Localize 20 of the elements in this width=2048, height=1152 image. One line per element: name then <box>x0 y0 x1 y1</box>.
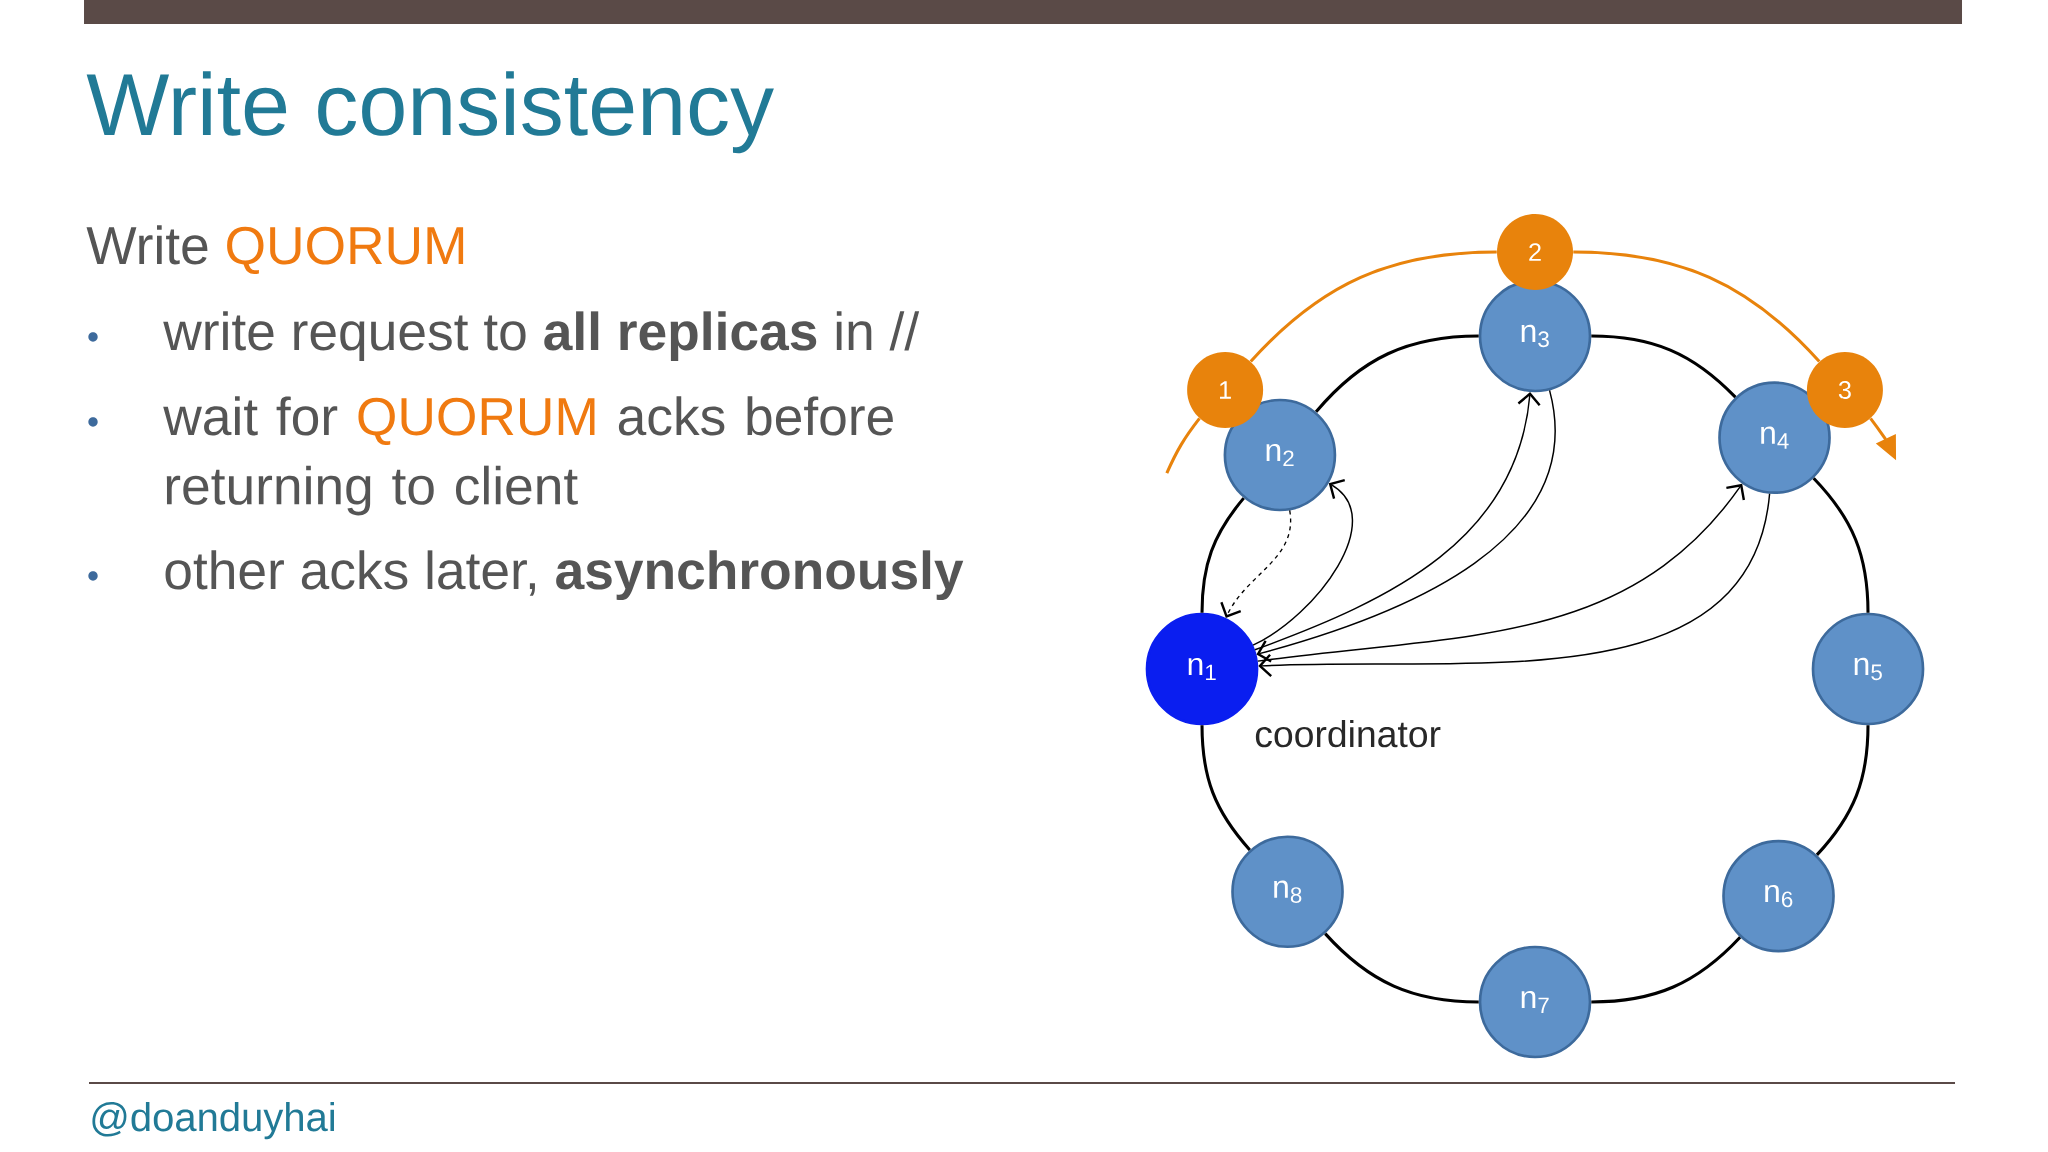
connector-line <box>1314 334 1479 413</box>
bullet-text: other acks later, asynchronously <box>165 550 964 601</box>
arrow <box>1258 493 1771 677</box>
arrow <box>1220 509 1292 618</box>
connector-line <box>1249 250 1497 363</box>
slide-title: Write consistency <box>86 71 774 154</box>
connector-line <box>1812 477 1870 613</box>
arrow <box>1257 483 1746 662</box>
bullet-text: write request to all replicas in // <box>163 311 920 362</box>
connector-line <box>1573 250 1821 363</box>
connector-line <box>1200 497 1245 613</box>
heading: Write QUORUM <box>86 225 464 275</box>
connector-line <box>1591 334 1737 399</box>
connector-line <box>1324 932 1479 1004</box>
connector-line <box>1591 936 1742 1004</box>
arrow <box>1252 478 1354 646</box>
author-handle: @doanduyhai <box>92 1102 334 1140</box>
connector-line <box>1200 725 1251 851</box>
connector-line <box>1815 725 1870 856</box>
connector-line <box>1165 417 1201 474</box>
